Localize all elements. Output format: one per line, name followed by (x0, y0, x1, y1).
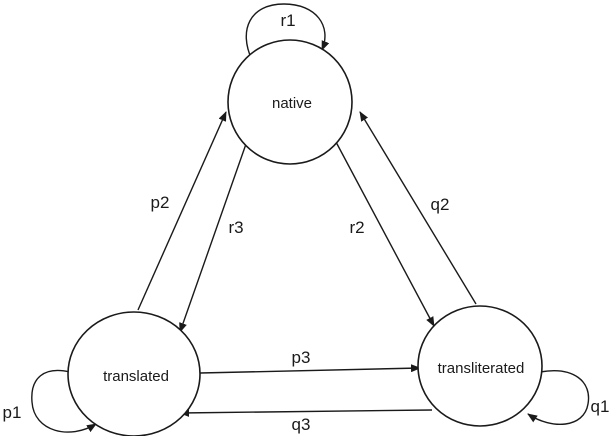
edge-p2 (137, 111, 227, 311)
edge-r2 (335, 141, 435, 327)
edge-label-p2: p2 (151, 193, 170, 212)
edge-r1-loop (245, 3, 330, 61)
state-translated-label: translated (103, 368, 169, 385)
edge-label-r1: r1 (280, 11, 295, 30)
edge-r3 (179, 143, 247, 333)
edge-p1-loop (31, 369, 97, 433)
edge-p3 (199, 364, 421, 374)
state-native: native (227, 39, 353, 165)
state-translated-circle (67, 311, 201, 436)
edge-label-p1: p1 (3, 403, 22, 422)
edge-label-p3: p3 (292, 348, 311, 367)
state-transliterated-circle (417, 305, 543, 427)
edge-q1-loop (527, 370, 590, 426)
state-translated: translated (67, 311, 201, 436)
state-native-circle (227, 39, 353, 165)
edge-label-r2: r2 (349, 218, 364, 237)
edge-label-q1: q1 (591, 397, 610, 416)
edge-label-r3: r3 (228, 218, 243, 237)
edge-q3 (179, 408, 433, 417)
edge-label-q3: q3 (292, 415, 311, 434)
edge-q2 (359, 111, 477, 305)
edge-label-q2: q2 (431, 195, 450, 214)
state-transliterated: transliterated (417, 305, 543, 427)
state-transliterated-label: transliterated (438, 360, 525, 377)
state-native-label: native (272, 95, 312, 112)
